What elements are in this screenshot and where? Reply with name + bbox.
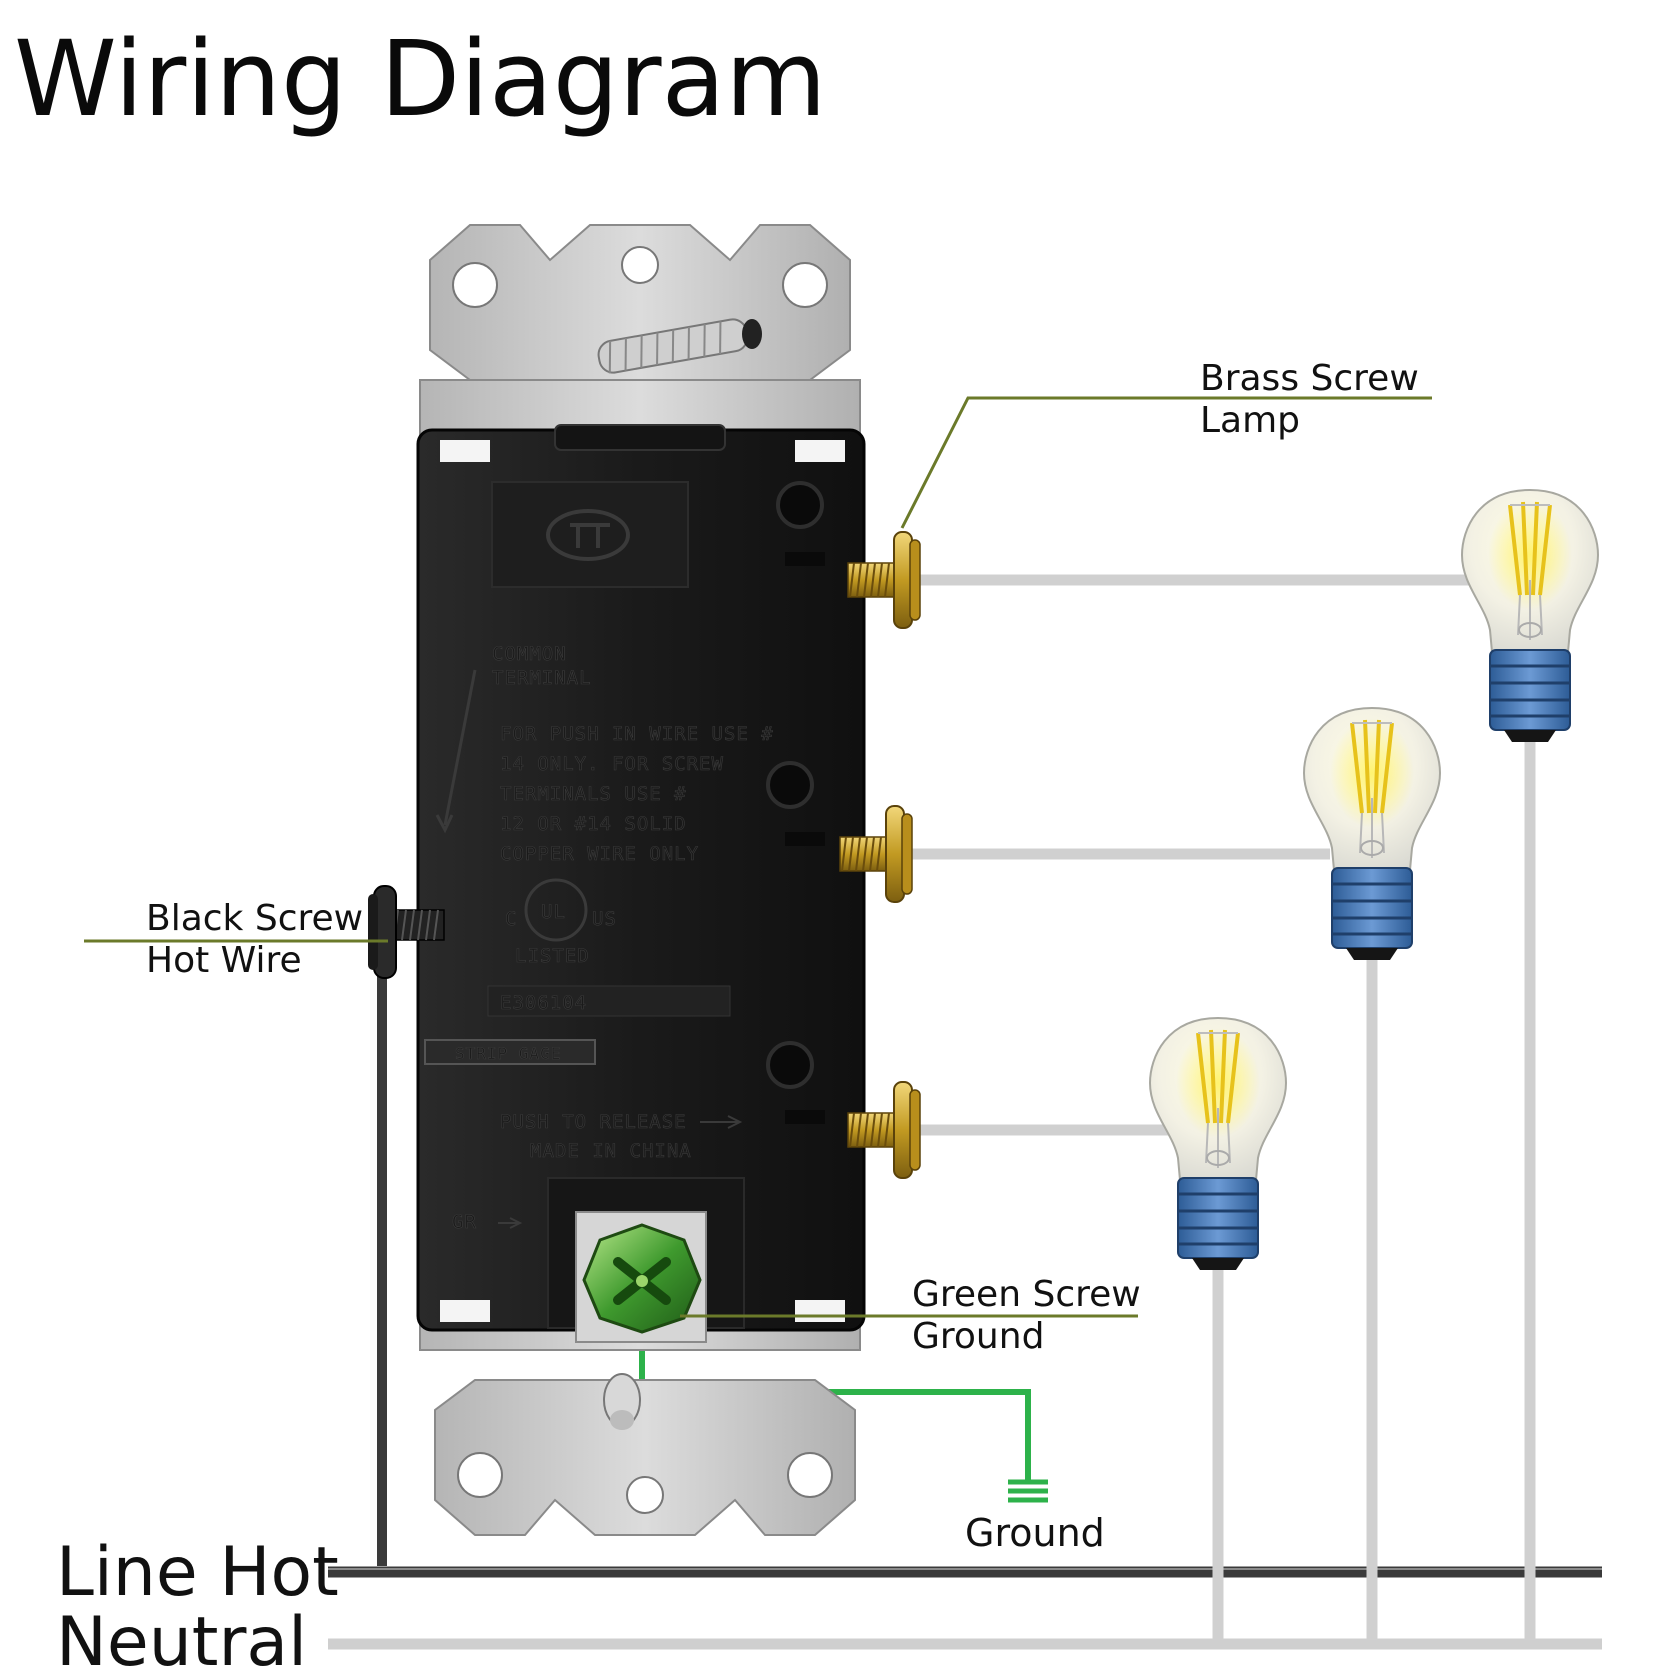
switch-device: COMMON TERMINAL FOR PUSH IN WIRE USE # 1…: [368, 224, 921, 1536]
emb-gr: GR: [452, 1211, 477, 1233]
push-in-hole-2: [766, 761, 814, 809]
emb-listed: LISTED: [515, 945, 590, 967]
green-screw-icon: [582, 1223, 702, 1334]
push-in-hole-1: [776, 481, 824, 529]
ground-wire: [639, 1330, 1031, 1480]
push-in-hole-3: [766, 1041, 814, 1089]
emb-strip-gauge: STRIP GAGE: [455, 1044, 561, 1063]
brass-screw-label: Brass Screw: [1200, 358, 1419, 399]
emb-file-number: E306104: [500, 992, 587, 1014]
emb-line-2: 14 ONLY. FOR SCREW: [500, 753, 724, 775]
emb-push-release: PUSH TO RELEASE: [500, 1111, 687, 1133]
emb-common: COMMON: [492, 643, 567, 665]
bulb-1-icon: [1460, 488, 1600, 744]
green-screw-label: Green Screw: [912, 1274, 1141, 1315]
line-hot-label: Line Hot: [56, 1533, 339, 1612]
top-mount-screw: [597, 318, 762, 374]
emb-line-3: TERMINALS USE #: [500, 783, 687, 805]
lamp-label: Lamp: [1200, 400, 1300, 441]
wires: [328, 574, 1602, 1650]
neutral-label: Neutral: [56, 1603, 307, 1680]
embossed-text: COMMON TERMINAL FOR PUSH IN WIRE USE # 1…: [424, 643, 774, 1233]
page-title: Wiring Diagram: [14, 18, 827, 140]
bottom-mounting-ear: [434, 1379, 856, 1536]
black-screw-label: Black Screw: [146, 898, 363, 939]
bulb-2-icon: [1302, 706, 1442, 962]
hot-wire-label: Hot Wire: [146, 940, 302, 981]
ground-symbol-icon: [1008, 1479, 1048, 1503]
brass-leader: [900, 396, 1432, 529]
leader-lines: [84, 396, 1432, 1318]
emb-terminal: TERMINAL: [492, 667, 592, 689]
emb-ul-us: US: [592, 908, 617, 930]
ul-mark-icon: [524, 878, 588, 942]
ground-screw-sublabel: Ground: [912, 1316, 1044, 1357]
emb-ul-c: C: [505, 908, 517, 930]
emb-ul: UL: [541, 901, 566, 923]
emb-line-4: 12 OR #14 SOLID: [500, 813, 687, 835]
emb-line-1: FOR PUSH IN WIRE USE #: [500, 723, 774, 745]
logo-icon: [546, 509, 630, 561]
black-screw-icon: [368, 885, 445, 979]
emb-made-in: MADE IN CHINA: [530, 1140, 692, 1162]
bottom-mount-screw: [603, 1373, 641, 1430]
bulb-3-icon: [1148, 1016, 1288, 1272]
ground-symbol-label: Ground: [965, 1511, 1105, 1555]
emb-line-5: COPPER WIRE ONLY: [500, 843, 699, 865]
